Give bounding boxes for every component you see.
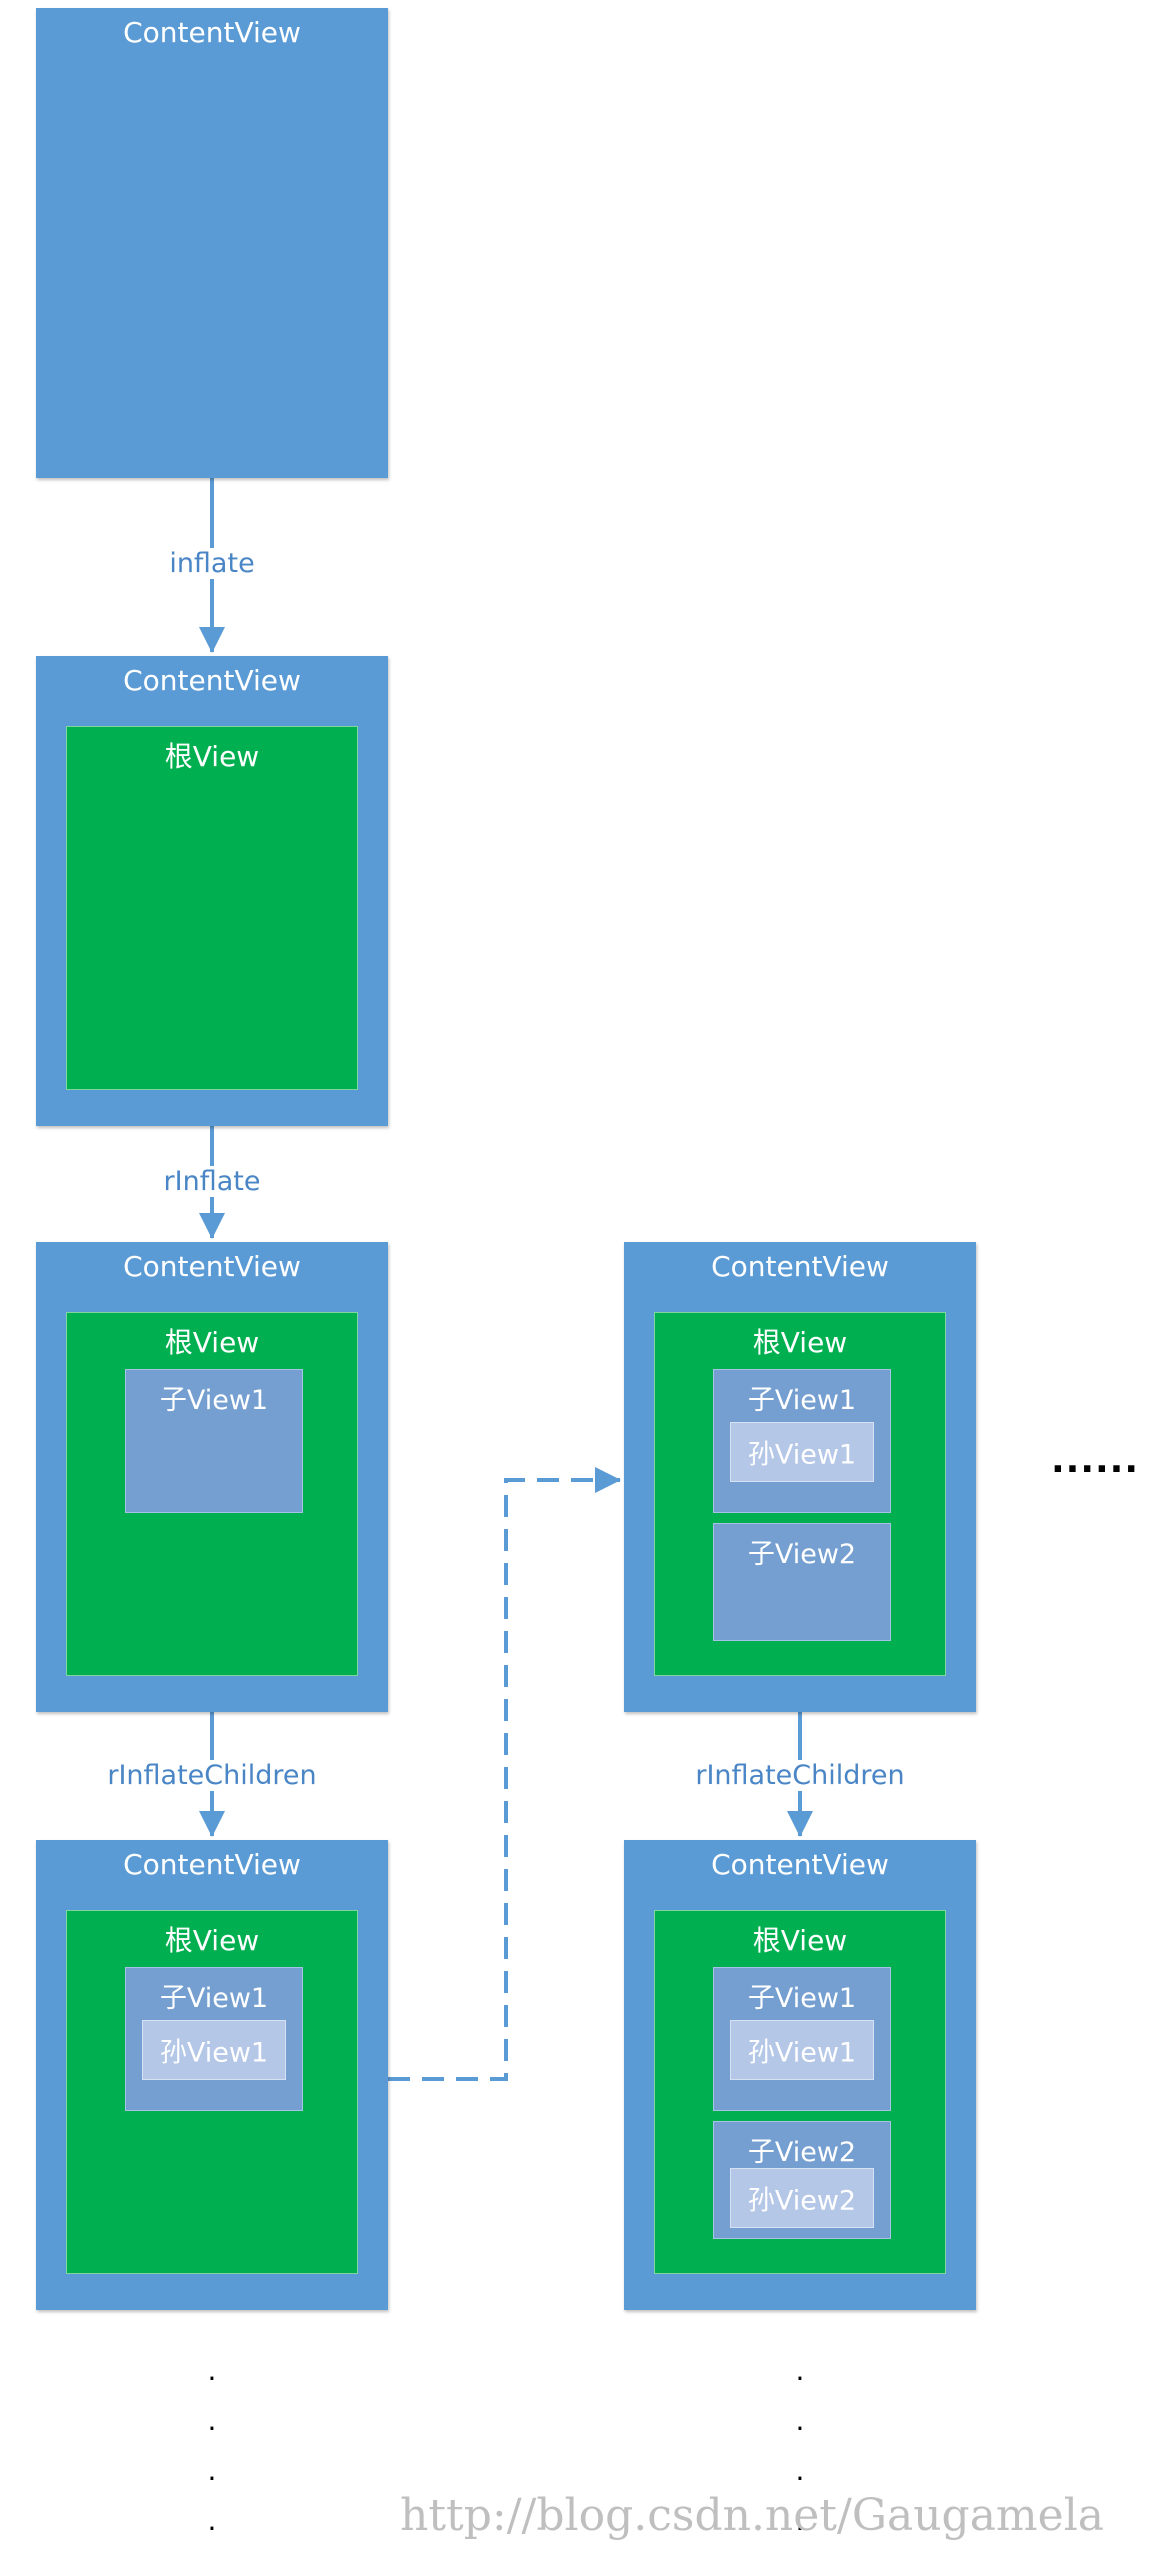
grand-view-2: 孙View2 bbox=[730, 2168, 874, 2228]
grand-view-1-label: 孙View1 bbox=[747, 1439, 857, 1471]
child-view-1: 子View1 孙View1 bbox=[713, 1967, 891, 2111]
root-view-label: 根View bbox=[164, 1326, 260, 1359]
grand-view-2-label: 孙View2 bbox=[747, 2185, 857, 2217]
grand-view-1-label: 孙View1 bbox=[159, 2037, 269, 2069]
root-view: 根View 子View1 孙View1 bbox=[66, 1910, 358, 2274]
child-view-2: 子View2 bbox=[713, 1523, 891, 1641]
child-view-1: 子View1 bbox=[125, 1369, 303, 1513]
rinflatechildren-left-label: rInflateChildren bbox=[101, 1760, 323, 1791]
grand-view-1: 孙View1 bbox=[730, 1422, 874, 1482]
child-view-1-label: 子View1 bbox=[747, 1983, 857, 2014]
rinflate-label: rInflate bbox=[157, 1166, 267, 1197]
continuation-dot: . bbox=[207, 2354, 217, 2387]
child-view-2-label: 子View2 bbox=[747, 2137, 857, 2168]
content-view-label: ContentView bbox=[123, 664, 301, 697]
root-view-label: 根View bbox=[164, 1924, 260, 1957]
rinflatechildren-right-label: rInflateChildren bbox=[689, 1760, 911, 1791]
continuation-dots-right: . . . . bbox=[780, 2346, 820, 2546]
continuation-dot: . bbox=[207, 2404, 217, 2437]
grand-view-1: 孙View1 bbox=[730, 2020, 874, 2080]
content-view-label: ContentView bbox=[123, 16, 301, 49]
child-view-1: 子View1 孙View1 bbox=[125, 1967, 303, 2111]
inflate-label: inflate bbox=[163, 548, 261, 579]
continuation-dot: . bbox=[795, 2404, 805, 2437]
root-view: 根View 子View1 bbox=[66, 1312, 358, 1676]
child-view-2: 子View2 孙View2 bbox=[713, 2121, 891, 2239]
child-view-1-label: 子View1 bbox=[747, 1385, 857, 1416]
continuation-dots-left: . . . . bbox=[192, 2346, 232, 2546]
grand-view-1-label: 孙View1 bbox=[747, 2037, 857, 2069]
content-view-stage-4: ContentView 根View 子View1 孙View1 bbox=[36, 1840, 388, 2310]
continuation-dot: . bbox=[207, 2454, 217, 2487]
root-view: 根View bbox=[66, 726, 358, 1090]
more-ellipsis: ...... bbox=[1050, 1440, 1140, 1481]
root-view: 根View 子View1 孙View1 子View2 bbox=[654, 1312, 946, 1676]
root-view-label: 根View bbox=[164, 740, 260, 773]
continuation-dot: . bbox=[795, 2354, 805, 2387]
child-view-2-label: 子View2 bbox=[747, 1539, 857, 1570]
content-view-stage-5: ContentView 根View 子View1 孙View1 子View2 bbox=[624, 1242, 976, 1712]
dashed-flow-arrow bbox=[388, 1467, 621, 2081]
content-view-label: ContentView bbox=[711, 1250, 889, 1283]
continuation-dot: . bbox=[795, 2504, 805, 2537]
root-view-label: 根View bbox=[752, 1924, 848, 1957]
root-view: 根View 子View1 孙View1 子View2 孙View2 bbox=[654, 1910, 946, 2274]
content-view-stage-3: ContentView 根View 子View1 bbox=[36, 1242, 388, 1712]
continuation-dot: . bbox=[207, 2504, 217, 2537]
continuation-dot: . bbox=[795, 2454, 805, 2487]
content-view-label: ContentView bbox=[711, 1848, 889, 1881]
content-view-label: ContentView bbox=[123, 1848, 301, 1881]
watermark-text: http://blog.csdn.net/Gaugamela bbox=[400, 2490, 1104, 2541]
content-view-stage-2: ContentView 根View bbox=[36, 656, 388, 1126]
grand-view-1: 孙View1 bbox=[142, 2020, 286, 2080]
child-view-1: 子View1 孙View1 bbox=[713, 1369, 891, 1513]
content-view-label: ContentView bbox=[123, 1250, 301, 1283]
content-view-stage-1: ContentView bbox=[36, 8, 388, 478]
root-view-label: 根View bbox=[752, 1326, 848, 1359]
content-view-stage-6: ContentView 根View 子View1 孙View1 子View2 孙… bbox=[624, 1840, 976, 2310]
child-view-1-label: 子View1 bbox=[159, 1983, 269, 2014]
child-view-1-label: 子View1 bbox=[159, 1385, 269, 1416]
